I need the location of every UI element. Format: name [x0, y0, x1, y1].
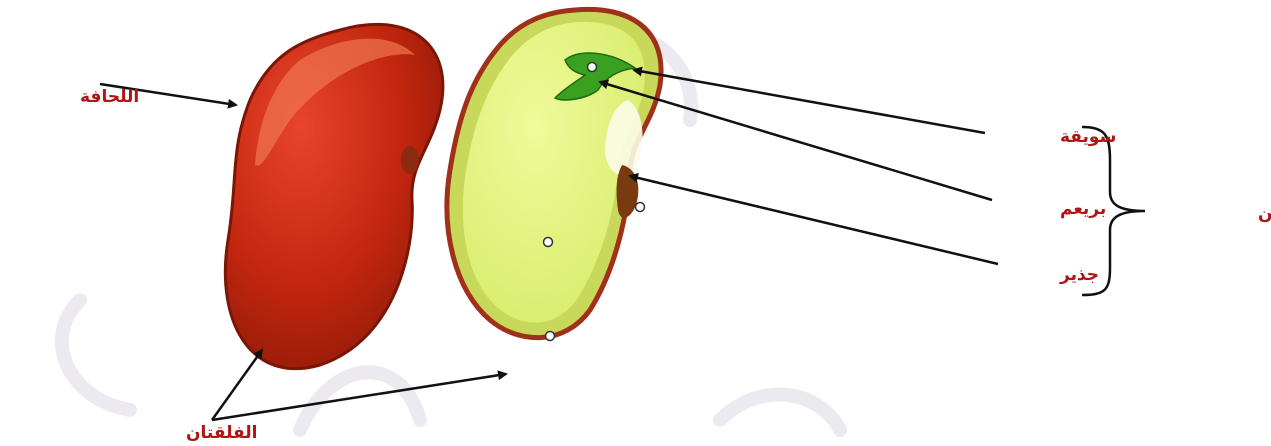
seed-coat-bean	[225, 24, 443, 368]
label-seed-coat: اللحافة	[80, 87, 139, 107]
label-hypocotyl: سويقة	[1060, 127, 1116, 147]
label-cotyledons: الفلقتان	[186, 423, 257, 443]
arrow-cotyledon-right	[212, 374, 506, 420]
cotyledon-bean	[447, 9, 661, 340]
label-embryo: جنين	[1258, 203, 1271, 223]
arrow-cotyledon-left	[212, 350, 262, 420]
label-plumule: بريعم	[1060, 199, 1106, 219]
arrow-radicle	[630, 176, 998, 264]
label-radicle: جذير	[1059, 265, 1099, 285]
